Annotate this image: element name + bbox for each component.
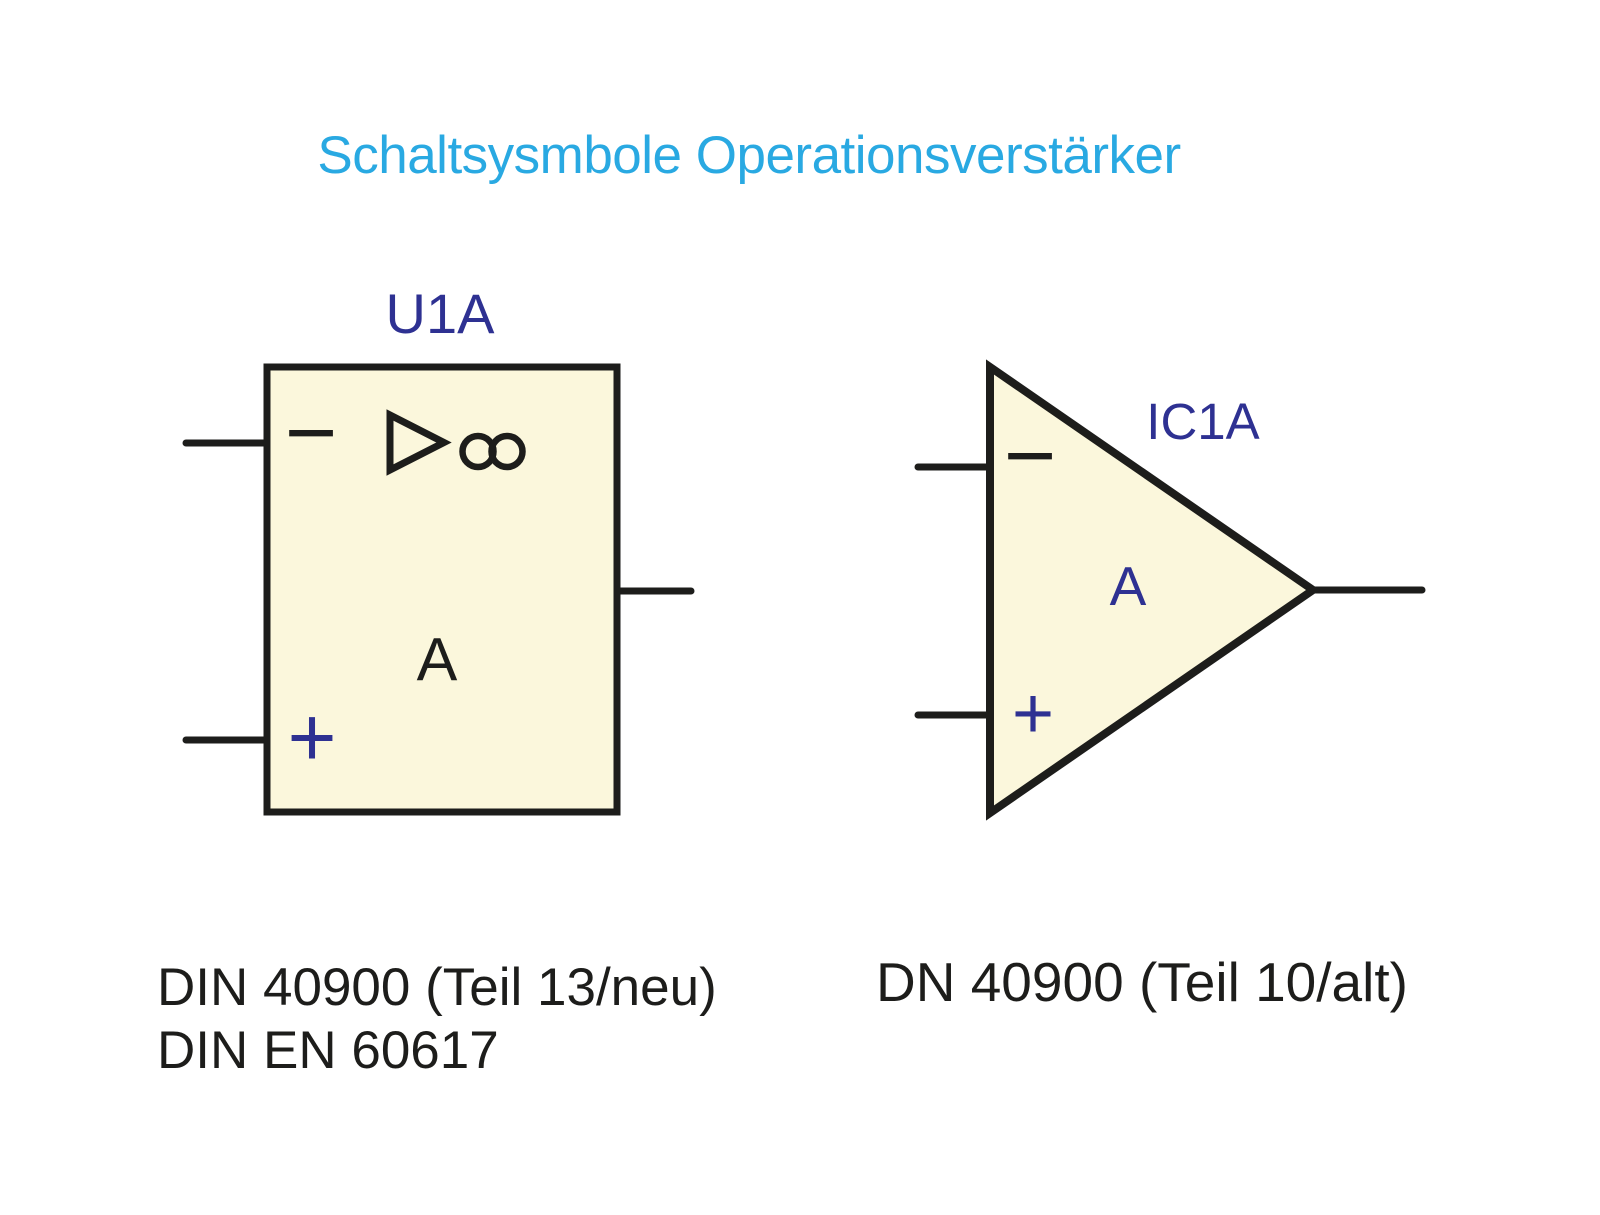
page-title: Schaltsysmbole Operationsverstärker: [317, 126, 1181, 185]
left-designator-label: U1A: [385, 282, 495, 346]
right-standard-caption: DN 40900 (Teil 10/alt): [876, 951, 1408, 1013]
symbol-body-triangle: [986, 359, 1321, 821]
infinity-icon: [459, 432, 526, 471]
opamp-triangular-symbol: [914, 359, 1426, 821]
opamp-rectangular-symbol: [182, 363, 695, 816]
left-caption-line2: DIN EN 60617: [157, 1021, 499, 1080]
left-noninverting-plus-sign: +: [287, 689, 337, 784]
infinity-right-lobe: [488, 432, 526, 471]
left-inverting-minus-sign: −: [284, 383, 338, 484]
left-caption-line1: DIN 40900 (Teil 13/neu): [157, 958, 717, 1017]
left-standard-caption: DIN 40900 (Teil 13/neu) DIN EN 60617: [157, 956, 717, 1082]
right-noninverting-plus-sign: +: [1011, 674, 1055, 755]
right-designator-label: IC1A: [1146, 392, 1260, 450]
amplifier-triangle-icon: [386, 409, 452, 476]
right-inverting-minus-sign: −: [1003, 406, 1057, 507]
right-gain-label: A: [1109, 554, 1147, 617]
left-gain-label: A: [416, 625, 458, 694]
